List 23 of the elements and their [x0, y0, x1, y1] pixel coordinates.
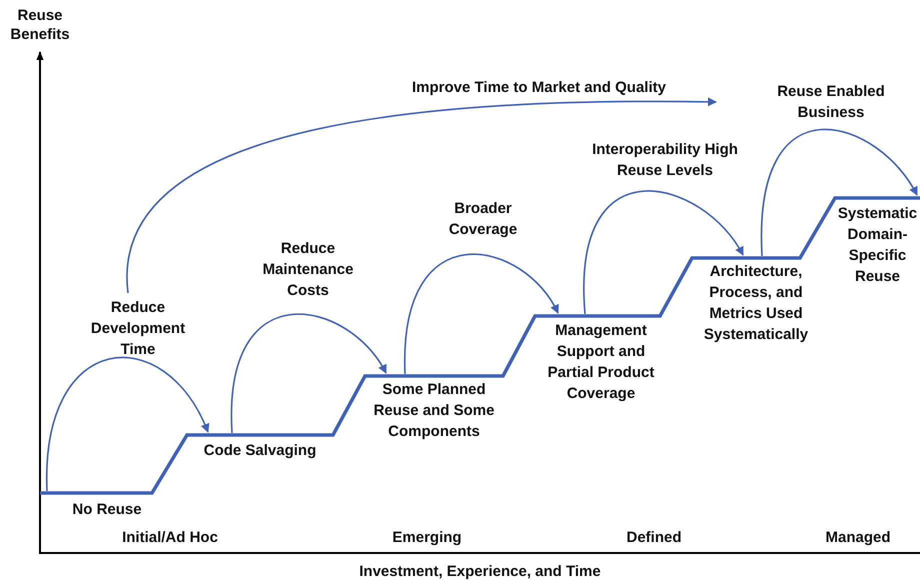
- phase-label: Emerging: [391, 528, 463, 548]
- benefit-label: Broader Coverage: [448, 199, 518, 240]
- axis-title: Investment, Experience, and Time: [358, 562, 602, 581]
- benefit-label: Reuse Enabled Business: [776, 82, 886, 123]
- stage-label: No Reuse: [71, 500, 143, 520]
- benefit-label: Reduce Maintenance Costs: [262, 239, 354, 301]
- curved-arrow: [231, 314, 387, 433]
- curved-arrow: [46, 356, 209, 492]
- stage-label: Management Support and Partial Product Coverage: [546, 321, 656, 404]
- curved-arrow: [404, 254, 559, 374]
- stage-label: Architecture, Process, and Metrics Used Systematically: [702, 262, 810, 345]
- stage-label: Some Planned Reuse and Some Components: [372, 380, 496, 442]
- curved-arrow: [761, 128, 918, 256]
- axis-title: Reuse Benefits: [9, 6, 71, 44]
- stage-label: Systematic Domain-Specific Reuse: [836, 204, 918, 287]
- benefit-label: Interoperability High Reuse Levels: [591, 140, 739, 181]
- phase-label: Managed: [824, 528, 892, 548]
- benefit-label: Reduce Development Time: [90, 298, 186, 360]
- stage-label: Code Salvaging: [202, 441, 318, 461]
- curved-arrow: [583, 190, 744, 314]
- curved-arrow: [127, 97, 717, 293]
- phase-label: Defined: [625, 528, 682, 548]
- phase-label: Initial/Ad Hoc: [121, 528, 219, 548]
